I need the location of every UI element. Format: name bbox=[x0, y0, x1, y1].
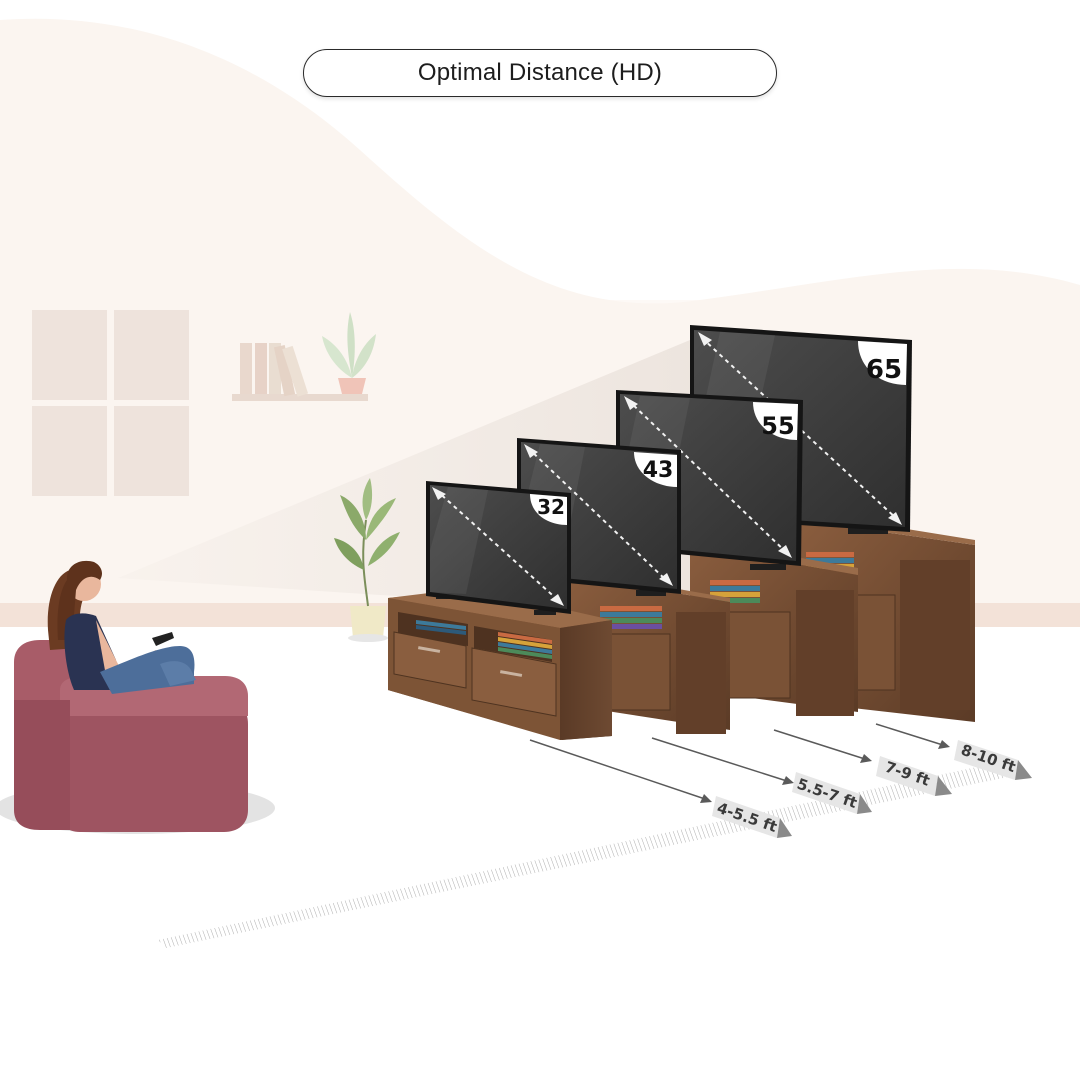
woman-viewer bbox=[47, 560, 196, 694]
distance-arrowheads bbox=[700, 740, 950, 803]
tv-size-label: 32 bbox=[537, 495, 565, 519]
floor-distance-band bbox=[158, 760, 1018, 948]
tv-size-label: 65 bbox=[866, 355, 902, 385]
page-title: Optimal Distance (HD) bbox=[303, 49, 777, 97]
tv-size-label: 55 bbox=[761, 412, 794, 440]
potted-plant bbox=[334, 478, 400, 642]
tv-32: 32 bbox=[426, 481, 571, 615]
window bbox=[32, 310, 189, 496]
tv-size-label: 43 bbox=[643, 458, 674, 483]
wall-shelf bbox=[232, 312, 376, 401]
distance-arrows bbox=[529, 723, 947, 801]
tv-stand-32 bbox=[388, 588, 612, 740]
armchair bbox=[14, 640, 248, 832]
